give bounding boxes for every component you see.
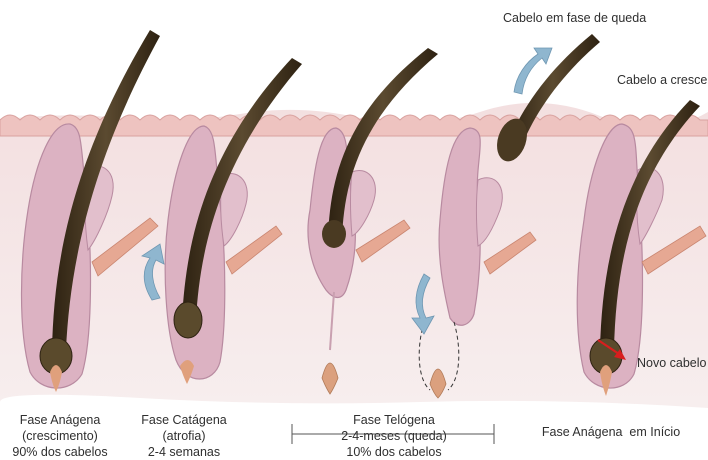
telogen-name: Fase Telógena bbox=[332, 412, 456, 428]
hair-bulb bbox=[174, 302, 202, 338]
anagen-name: Fase Anágena bbox=[4, 412, 116, 428]
catagen-stat: 2-4 semanas bbox=[128, 444, 240, 460]
catagen-caption: Fase Catágena (atrofia) 2-4 semanas bbox=[128, 412, 240, 460]
telogen-stat: 10% dos cabelos bbox=[332, 444, 456, 460]
anagen-caption: Fase Anágena (crescimento) 90% dos cabel… bbox=[4, 412, 116, 460]
new-hair-label: Novo cabelo bbox=[637, 355, 707, 371]
growing-hair-label: Cabelo a cresce bbox=[617, 72, 707, 88]
club-hair bbox=[322, 220, 346, 248]
telogen-desc: 2-4-meses (queda) bbox=[332, 428, 456, 444]
anagen-stat: 90% dos cabelos bbox=[4, 444, 116, 460]
catagen-name: Fase Catágena bbox=[128, 412, 240, 428]
anagen-desc: (crescimento) bbox=[4, 428, 116, 444]
telogen-caption: Fase Telógena 2-4-meses (queda) 10% dos … bbox=[332, 412, 456, 460]
early-anagen-caption: Fase Anágena em Início bbox=[526, 424, 696, 440]
catagen-desc: (atrofia) bbox=[128, 428, 240, 444]
falling-hair-label: Cabelo em fase de queda bbox=[503, 10, 646, 26]
